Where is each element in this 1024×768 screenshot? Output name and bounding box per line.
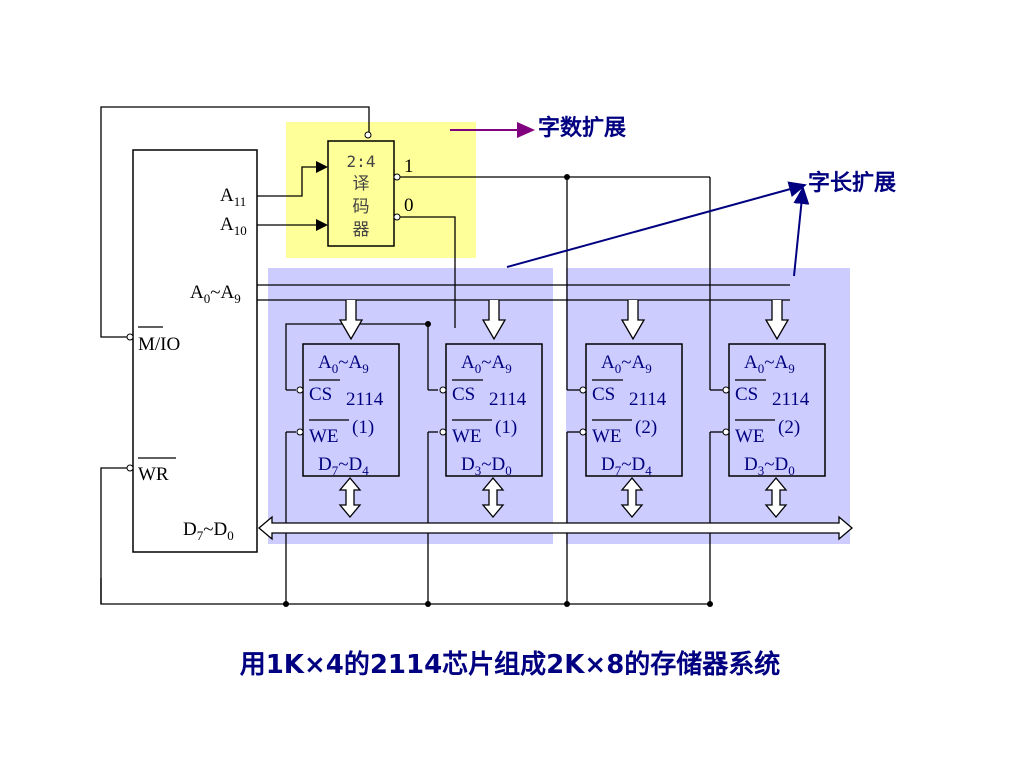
decoder-output-1: 1: [404, 156, 414, 177]
svg-text:2114: 2114: [629, 389, 667, 410]
svg-text:CS: CS: [452, 384, 475, 405]
svg-text:A0~A9: A0~A9: [601, 352, 652, 376]
chip-2114-1b: A0~A9 CS 2114 WE (1) D3~D0: [439, 343, 543, 478]
cpu-data-label: D7~D0: [183, 519, 234, 543]
svg-text:WE: WE: [452, 426, 482, 447]
decoder-out1-bubble: [393, 173, 401, 181]
svg-text:码: 码: [353, 197, 370, 217]
svg-text:D7~D4: D7~D4: [318, 454, 369, 478]
svg-text:WE: WE: [735, 426, 765, 447]
chip-2114-2b: A0~A9 CS 2114 WE (2) D3~D0: [722, 343, 826, 478]
group2-highlight: [566, 268, 850, 544]
diagram-caption: 用1K×4的2114芯片组成2K×8的存储器系统: [240, 649, 781, 680]
svg-text:(2): (2): [778, 417, 800, 438]
svg-text:D7~D4: D7~D4: [601, 454, 652, 478]
decoder-out0-bubble: [393, 213, 401, 221]
decoder-input-arrowheads: [316, 161, 328, 231]
junction-dots: [283, 174, 713, 607]
data-connectors: [338, 476, 788, 519]
svg-text:CS: CS: [592, 384, 615, 405]
svg-text:WE: WE: [309, 426, 339, 447]
svg-text:2:4: 2:4: [347, 152, 376, 171]
decoder-label: 2:4 译 码 器: [347, 152, 376, 240]
cpu-a11-label: A11: [220, 185, 246, 209]
cpu-a10-label: A10: [220, 214, 247, 238]
word-length-expansion-label: 字长扩展: [808, 170, 896, 196]
svg-text:D3~D0: D3~D0: [744, 454, 795, 478]
cpu-address-label: A0~A9: [190, 282, 241, 306]
svg-text:(2): (2): [635, 417, 657, 438]
data-bus: [257, 515, 854, 541]
svg-text:译: 译: [353, 174, 370, 194]
mio-bubble: [126, 333, 134, 341]
decoder-block: [327, 140, 395, 247]
svg-text:器: 器: [353, 220, 370, 240]
svg-text:2114: 2114: [346, 389, 384, 410]
decoder-enable-bubble: [364, 131, 372, 139]
cpu-wr-label: WR: [138, 464, 169, 485]
word-length-arrow-a: [506, 181, 807, 268]
cpu-mio-label: M/IO: [138, 334, 180, 355]
word-length-arrow-b: [793, 186, 810, 277]
svg-text:WE: WE: [592, 426, 622, 447]
decoder-output-0: 0: [404, 195, 414, 216]
svg-text:A0~A9: A0~A9: [461, 352, 512, 376]
word-count-expansion-label: 字数扩展: [538, 115, 626, 141]
svg-text:A0~A9: A0~A9: [744, 352, 795, 376]
cpu-block: [132, 149, 258, 553]
wr-bubble: [126, 464, 134, 472]
svg-text:A0~A9: A0~A9: [318, 352, 369, 376]
chip-2114-2a: A0~A9 CS 2114 WE (2) D7~D4: [579, 343, 683, 478]
svg-text:D3~D0: D3~D0: [461, 454, 512, 478]
svg-text:2114: 2114: [772, 389, 810, 410]
chip-2114-1a: A0~A9 CS 2114 WE (1) D7~D4: [296, 343, 400, 478]
svg-text:(1): (1): [352, 417, 374, 438]
svg-text:(1): (1): [495, 417, 517, 438]
decoder-highlight: [286, 122, 476, 258]
svg-text:CS: CS: [735, 384, 758, 405]
svg-text:CS: CS: [309, 384, 332, 405]
svg-text:2114: 2114: [489, 389, 527, 410]
address-taps: [338, 300, 790, 341]
group1-highlight: [268, 268, 553, 544]
